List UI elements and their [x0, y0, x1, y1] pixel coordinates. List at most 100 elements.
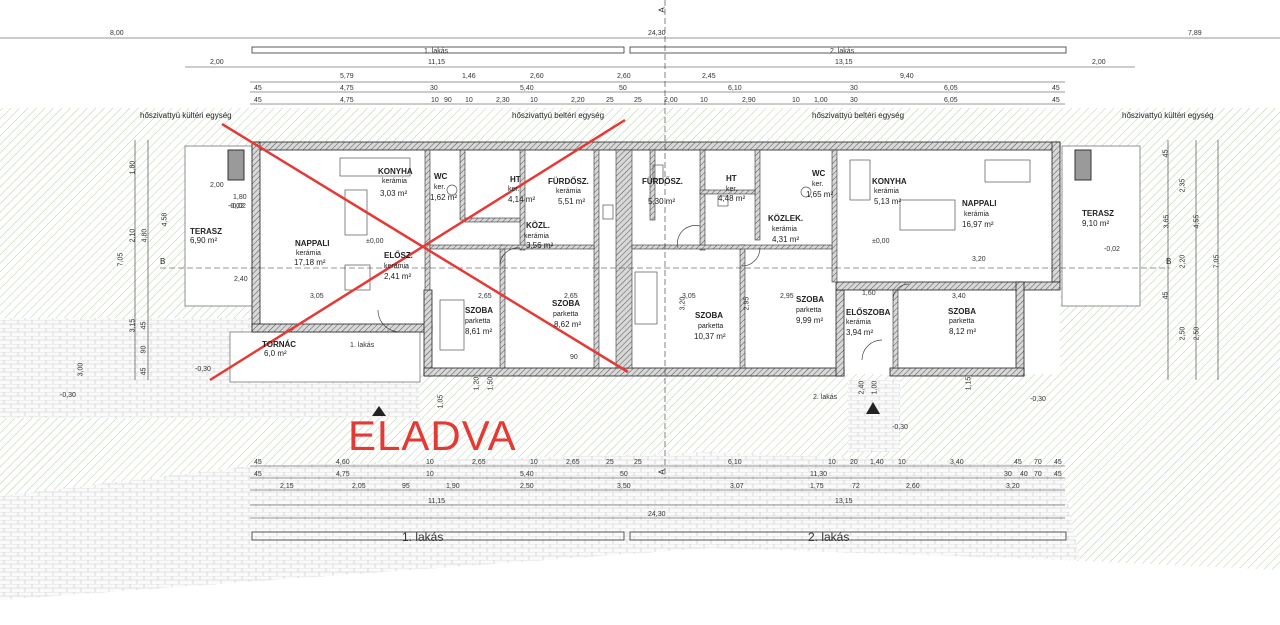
dim-b1-8: 6,10	[728, 459, 742, 466]
side-left-5: 3,15	[129, 318, 137, 333]
unit-label-top-2: 2. lakás	[830, 48, 855, 55]
outer-walls	[251, 141, 1061, 377]
dim-row6-12: 2,90	[742, 97, 756, 104]
room-area-terrace-right: 9,10 m²	[1082, 219, 1110, 228]
misc-4: 3,05	[310, 293, 324, 300]
stamp-cross-line-2	[209, 118, 626, 382]
room-name-kitchen-2: KONYHA	[872, 177, 907, 186]
paving-entry	[848, 380, 900, 452]
level-3: -0,30	[60, 392, 76, 399]
side-right-0: 2,35	[1179, 178, 1187, 193]
stamp-cross-line-1	[221, 122, 629, 374]
dim-b1-10: 20	[850, 459, 858, 466]
dim-b2-6: 30	[1004, 471, 1012, 478]
room-name-bedroom-1a: SZOBA	[465, 306, 493, 315]
room-name-bedroom-2c: SZOBA	[948, 307, 976, 316]
dim-b1-5: 2,65	[566, 459, 580, 466]
room-area-living-1: 17,18 m²	[294, 258, 326, 267]
room-name-hall-2: ELŐSZOBA	[846, 308, 891, 317]
dim-b5-0: 24,30	[648, 511, 666, 518]
dim-row4-2: 2,60	[530, 73, 544, 80]
dim-b2-5: 11,30	[810, 471, 827, 478]
dim-row5-3: 5,40	[520, 85, 534, 92]
level-5: -0,30	[1030, 396, 1046, 403]
sold-stamp: ELADVA	[348, 412, 517, 459]
dim-row6-15: 30	[850, 97, 858, 104]
misc-13: 3,20	[679, 296, 687, 311]
misc-9: 2,95	[780, 293, 794, 300]
dim-b3-4: 2,50	[520, 483, 534, 490]
room-area-bedroom-1b: 8,62 m²	[554, 320, 582, 329]
heat-pump-unit-left	[227, 149, 245, 181]
dim-b3-1: 2,05	[352, 483, 366, 490]
axis-marker-b-right: B	[1166, 257, 1172, 266]
dim-b2-0: 45	[254, 471, 262, 478]
dim-row6-9: 25	[634, 97, 642, 104]
room-mat-living-1: kerámia	[296, 250, 321, 257]
room-mat-bedroom-2b: parketta	[796, 307, 822, 314]
side-right-7: 45	[1162, 149, 1170, 158]
room-area-corridor-2: 4,31 m²	[772, 235, 800, 244]
room-mat-wc-1: ker.	[434, 184, 446, 191]
room-mat-ht-1: ker.	[508, 186, 520, 193]
paving-bottom	[0, 452, 1080, 600]
misc-11: 3,40	[952, 293, 966, 300]
dim-b1-0: 45	[254, 459, 262, 466]
room-area-bedroom-2a: 10,37 m²	[694, 332, 726, 341]
side-left-8: 90	[140, 345, 148, 354]
dim-row4-5: 9,40	[900, 73, 914, 80]
side-right-8: 45	[1162, 291, 1170, 300]
dim-b2-7: 40	[1020, 471, 1028, 478]
level-0: ±0,00	[366, 238, 384, 245]
dim-row1-1: 24,30	[648, 30, 666, 37]
dim-row6-11: 10	[700, 97, 708, 104]
dim-b1-13: 3,40	[950, 459, 964, 466]
dim-row6-4: 10	[465, 97, 473, 104]
room-name-wc-2: WC	[812, 169, 826, 178]
entrance-arrow-2	[866, 402, 880, 414]
dim-row5-7: 6,05	[944, 85, 958, 92]
dim-b4-1: 13,15	[835, 498, 853, 505]
dim-b1-12: 10	[898, 459, 906, 466]
label-outdoor-unit-right: hőszivattyú kültéri egység	[1122, 111, 1214, 120]
unit-brackets	[251, 46, 1067, 541]
misc-19: 1,15	[965, 376, 973, 391]
room-area-bath-1: 5,51 m²	[558, 197, 586, 206]
dim-row6-7: 2,20	[571, 97, 585, 104]
misc-0: 1,80	[233, 194, 247, 201]
dim-row4-3: 2,60	[617, 73, 631, 80]
doors	[377, 225, 910, 361]
misc-10: 1,60	[862, 290, 876, 297]
misc-5: 2,65	[478, 293, 492, 300]
dim-row6-14: 1,00	[814, 97, 828, 104]
dim-b4-0: 11,15	[428, 498, 445, 505]
unit-label-bottom-2: 2. lakás	[808, 530, 850, 544]
dim-b3-10: 3,20	[1006, 483, 1020, 490]
room-name-kitchen-1: KONYHA	[378, 167, 413, 176]
dim-row6-1: 4,75	[340, 97, 354, 104]
level-7: -0,02	[1104, 246, 1120, 253]
side-right-6: 2,50	[1193, 326, 1201, 341]
side-right-4: 2,20	[1179, 254, 1187, 269]
side-left-9: 45	[140, 367, 148, 376]
room-mat-corridor-1: kerámia	[524, 233, 549, 240]
dim-b2-1: 4,75	[336, 471, 350, 478]
dim-row6-10: 2,00	[664, 97, 678, 104]
misc-12: 2,95	[743, 296, 751, 311]
dim-b3-3: 1,90	[446, 483, 460, 490]
room-name-corridor-2: KÖZLEK.	[768, 214, 804, 223]
misc-20: 90	[570, 354, 578, 361]
misc-14: 1,00	[871, 380, 879, 395]
dim-b1-4: 10	[530, 459, 538, 466]
room-area-wc-2: 1,65 m²	[806, 190, 834, 199]
dim-b1-1: 4,60	[336, 459, 350, 466]
porch	[229, 331, 421, 383]
room-mat-corridor-2: kerámia	[772, 226, 797, 233]
dim-row6-2: 10	[431, 97, 439, 104]
room-name-bath-1: FÜRDŐSZ.	[548, 177, 589, 186]
dim-b1-11: 1,40	[870, 459, 884, 466]
misc-6: 2,65	[564, 293, 578, 300]
dimension-lines	[0, 0, 1280, 519]
dim-b1-16: 45	[1054, 459, 1062, 466]
side-left-6: 3,00	[77, 362, 85, 377]
